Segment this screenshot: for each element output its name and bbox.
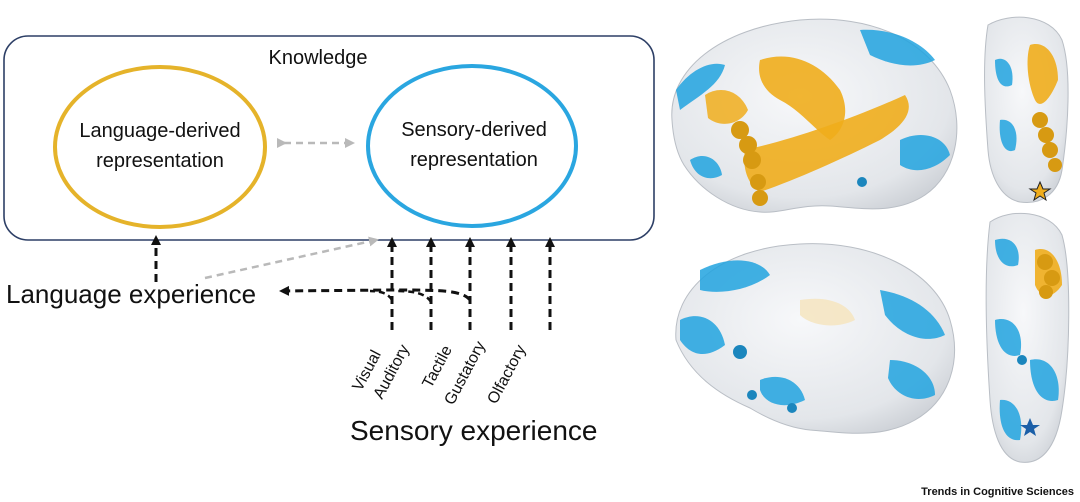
brain-ventral-view [985, 212, 1070, 463]
brain-frontal-view [984, 16, 1069, 204]
brain-lateral-view [671, 18, 958, 213]
knowledge-box [3, 35, 655, 241]
star-marker-orange [1028, 180, 1052, 202]
modality-olfactory: Olfactory [485, 342, 530, 407]
auditory-curve-branch [394, 289, 433, 303]
sensory-node-line2: representation [410, 149, 538, 171]
sensory-node-line1: Sensory-derived [401, 119, 547, 141]
knowledge-title: Knowledge [269, 47, 368, 69]
language-node-line1: Language-derived [79, 120, 240, 142]
sensory-experience-label: Sensory experience [350, 415, 597, 446]
star-marker-blue [1020, 418, 1040, 436]
modality-auditory: Auditory [371, 342, 414, 402]
sensory-derived-node [366, 64, 578, 228]
language-derived-node [53, 65, 267, 229]
credit-text: Trends in Cognitive Sciences [921, 486, 1074, 498]
language-to-sensory-arrow [204, 236, 379, 280]
language-node-line2: representation [96, 150, 224, 172]
language-experience-label: Language experience [6, 279, 256, 309]
brain-medial-view [675, 243, 956, 434]
sensory-to-language-curve [279, 285, 472, 302]
visual-curve-branch [369, 289, 394, 301]
